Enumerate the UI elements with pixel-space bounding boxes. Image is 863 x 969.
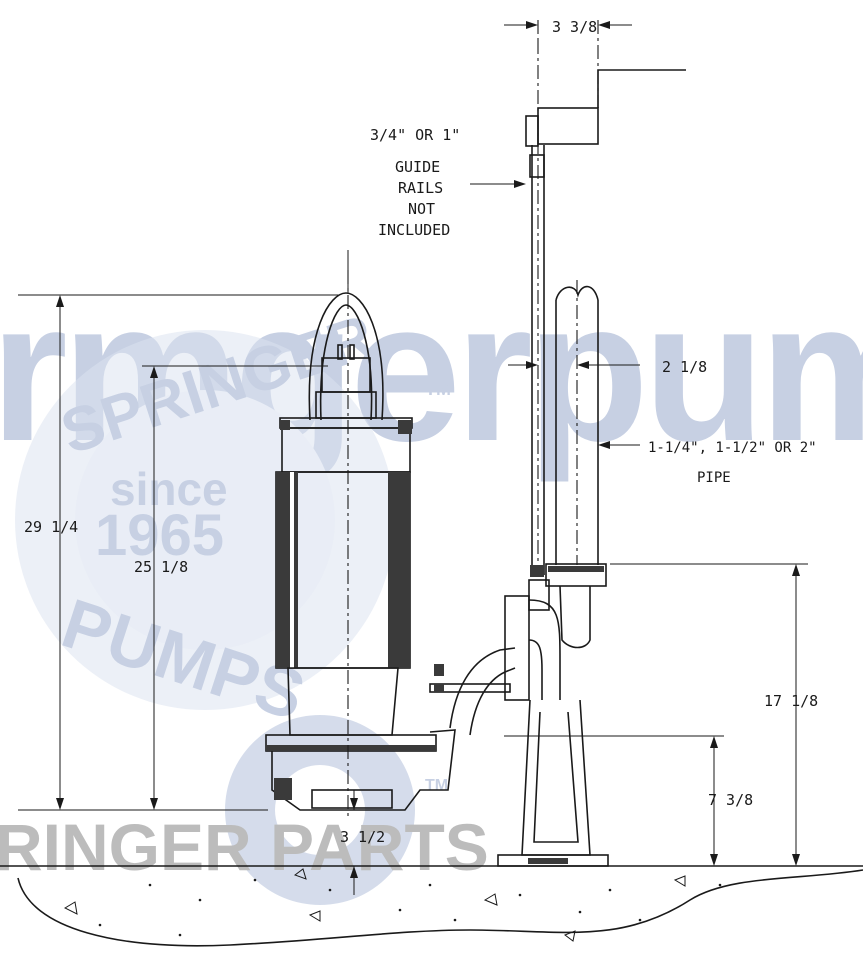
label-discharge-height: 17 1/8 — [764, 692, 818, 710]
label-pipe-line-2: PIPE — [697, 470, 731, 486]
dimension-lines — [18, 21, 808, 895]
label-guide-rails-line-4: NOT — [408, 200, 435, 218]
label-guide-rails-line-5: INCLUDED — [378, 221, 450, 239]
ground — [0, 865, 863, 947]
watermark-tm-top: TM — [425, 379, 451, 399]
watermark-tm-bottom: TM — [425, 777, 448, 794]
label-bottom-clearance: 3 1/2 — [340, 828, 385, 846]
base-stand — [497, 585, 609, 867]
pump — [265, 250, 456, 811]
label-guide-rails-line-1: 3/4" OR 1" — [370, 126, 460, 144]
watermark-parts-word: RINGER PARTS — [0, 810, 489, 884]
label-rail-offset: 2 1/8 — [662, 358, 707, 376]
label-pipe-line-1: 1-1/4", 1-1/2" OR 2" — [648, 440, 817, 456]
label-body-height: 25 1/8 — [134, 558, 188, 576]
watermark: rmgerpum since 1965 SPRINGER PUMPS TM RI… — [0, 260, 863, 905]
label-guide-rails-line-3: RAILS — [398, 179, 443, 197]
watermark-year: 1965 — [95, 503, 224, 568]
guide-rails — [525, 20, 686, 577]
watermark-since: since — [110, 463, 228, 515]
dimension-labels: 3 3/8 3/4" OR 1" GUIDE RAILS NOT INCLUDE… — [24, 18, 818, 846]
label-inlet-height: 7 3/8 — [708, 791, 753, 809]
label-overall-height: 29 1/4 — [24, 518, 78, 536]
label-top-width: 3 3/8 — [552, 18, 597, 36]
discharge-pipe — [555, 280, 599, 565]
discharge-assembly — [429, 563, 607, 736]
label-guide-rails-line-2: GUIDE — [395, 158, 440, 176]
watermark-seal-inner — [75, 390, 335, 650]
